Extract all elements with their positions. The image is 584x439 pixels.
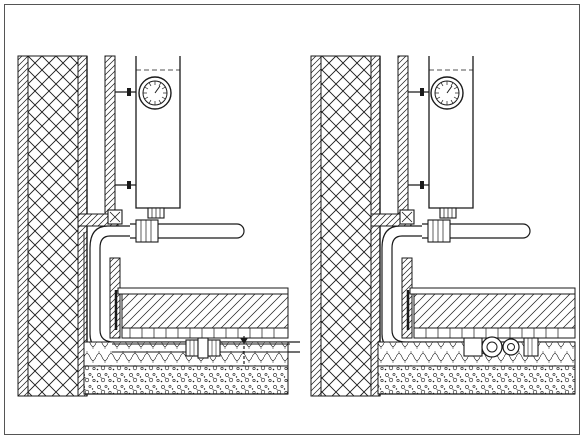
thermostat-gauge-icon [430, 76, 464, 110]
inline-fitting-icon [185, 337, 221, 359]
thermostat-gauge-icon [138, 76, 172, 110]
wall-insulation [27, 55, 79, 397]
right-detail-panel [310, 55, 576, 397]
base-slab [83, 365, 289, 395]
round-fitting-icon [463, 336, 539, 358]
left-detail-panel [17, 55, 300, 397]
floor-screed [121, 293, 289, 329]
